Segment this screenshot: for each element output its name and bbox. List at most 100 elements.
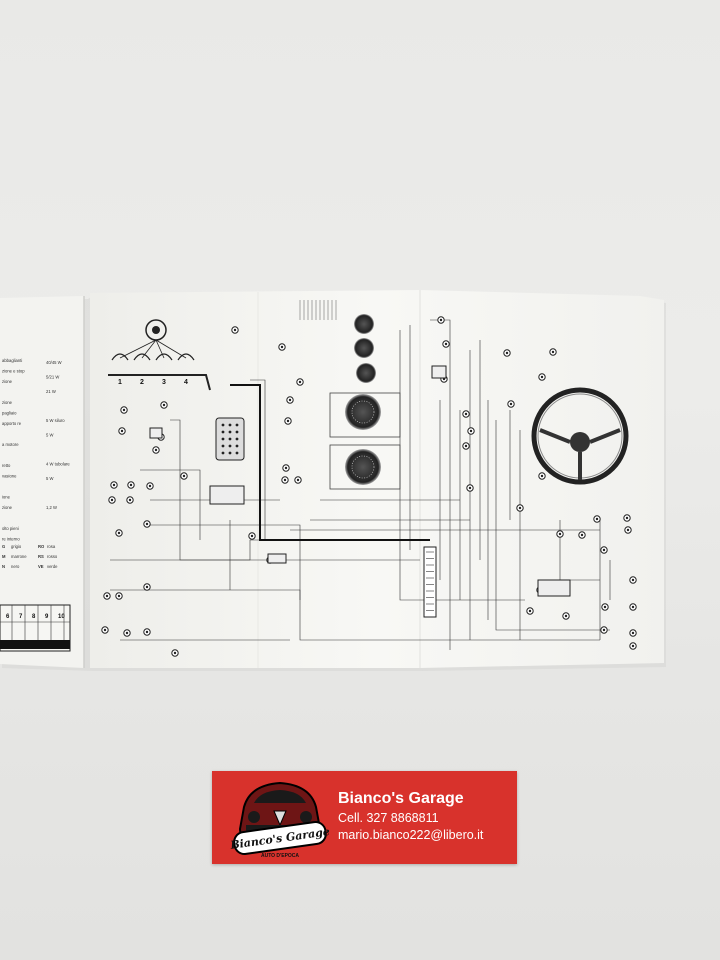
component-node-center — [117, 531, 121, 535]
component-node-center — [603, 605, 607, 609]
component-node-center — [122, 408, 126, 412]
legend-line: zione e stop — [2, 369, 25, 374]
component-node-center — [288, 398, 292, 402]
legend-value: 1,2 W — [46, 505, 57, 510]
cylinder-number: 1 — [118, 379, 122, 386]
component-node-center — [145, 522, 149, 526]
junction-pin — [221, 423, 225, 427]
color-code: M — [2, 554, 6, 559]
spark-plug-symbol — [155, 353, 173, 361]
fuse-number: 9 — [45, 614, 49, 620]
garage-email: mario.bianco222@libero.it — [338, 828, 484, 842]
component-node-center — [469, 429, 473, 433]
component-node-center — [120, 429, 124, 433]
component-node-center — [145, 630, 149, 634]
main-harness-wire — [230, 384, 430, 541]
component-node-center — [464, 412, 468, 416]
component-box — [431, 365, 447, 379]
junction-pin — [235, 423, 239, 427]
component-node-center — [625, 516, 629, 520]
legend-value: 5 W — [46, 433, 53, 438]
junction-pin — [235, 451, 239, 455]
business-card: Bianco's Garage AUTO D'EPOCA Bianco's Ga… — [212, 771, 517, 864]
garage-logo: Bianco's Garage AUTO D'EPOCA — [230, 781, 330, 859]
steering-wheel-drawing — [531, 387, 629, 485]
wire — [150, 524, 301, 600]
component-node-center — [551, 350, 555, 354]
garage-name: Bianco's Garage — [338, 790, 464, 807]
component-box — [267, 553, 287, 564]
component-node-center — [505, 351, 509, 355]
component-box — [149, 427, 163, 439]
junction-box — [215, 417, 245, 461]
component-node-center — [280, 345, 284, 349]
color-code-label: rosa — [47, 544, 56, 549]
component-box — [209, 485, 245, 505]
legend-line: a motore — [2, 442, 19, 447]
component-node-center — [125, 631, 129, 635]
legend-line: zione — [2, 379, 13, 384]
component-node-center — [117, 594, 121, 598]
component-node-center — [103, 628, 107, 632]
component-node-center — [564, 614, 568, 618]
component-node-center — [528, 609, 532, 613]
component-node-center — [444, 342, 448, 346]
component-node-center — [518, 506, 522, 510]
legend-line: zione — [2, 400, 13, 405]
junction-pin — [221, 444, 225, 448]
component-node-center — [464, 444, 468, 448]
component-node-center — [110, 498, 114, 502]
junction-pin — [235, 437, 239, 441]
instrument-gauges — [329, 314, 401, 490]
legend-line: pagliaio — [2, 411, 17, 416]
component-node-center — [468, 486, 472, 490]
junction-pin — [228, 451, 232, 455]
wire — [140, 469, 201, 540]
component-node-center — [112, 483, 116, 487]
wire — [430, 319, 451, 650]
component-node-center — [558, 532, 562, 536]
component-node-center — [286, 419, 290, 423]
fuse-number: 7 — [19, 614, 23, 620]
color-code-label: rosso — [47, 554, 58, 559]
color-code: RS — [38, 554, 44, 559]
spark-plug-symbol — [133, 353, 151, 361]
fuse-number: 8 — [32, 614, 36, 620]
cylinder-number: 3 — [162, 379, 166, 386]
legend-line: abbaglianti — [2, 358, 22, 363]
component-node-center — [250, 534, 254, 538]
junction-pin — [221, 430, 225, 434]
component-node-center — [540, 474, 544, 478]
junction-pin — [221, 437, 225, 441]
spark-plug-symbol — [111, 353, 129, 361]
legend-line: retto — [2, 463, 11, 468]
component-node-center — [129, 483, 133, 487]
component-node-center — [595, 517, 599, 521]
color-code-label: verde — [47, 564, 58, 569]
legend-panel — [0, 296, 85, 668]
component-node-center — [631, 605, 635, 609]
component-node-center — [283, 478, 287, 482]
component-node-center — [631, 644, 635, 648]
legend-line: ione — [2, 495, 11, 500]
color-code: RO — [38, 544, 45, 549]
legend-line: apporto re — [2, 421, 22, 426]
wire — [495, 420, 610, 631]
logo-subtitle-text: AUTO D'EPOCA — [261, 853, 299, 859]
fuse-number: 6 — [6, 614, 10, 620]
component-node-center — [439, 318, 443, 322]
legend-line: olto pieni — [2, 526, 19, 531]
wiring-diagram-panel — [90, 290, 664, 668]
component-node-center — [173, 651, 177, 655]
component-node-center — [631, 578, 635, 582]
component-node-center — [148, 484, 152, 488]
color-code: G — [2, 544, 5, 549]
component-node-center — [626, 528, 630, 532]
component-node-center — [162, 403, 166, 407]
ignition-lead — [119, 339, 157, 359]
component-node-center — [296, 478, 300, 482]
cylinder-number: 2 — [140, 379, 144, 386]
ignition-lead — [141, 339, 157, 359]
